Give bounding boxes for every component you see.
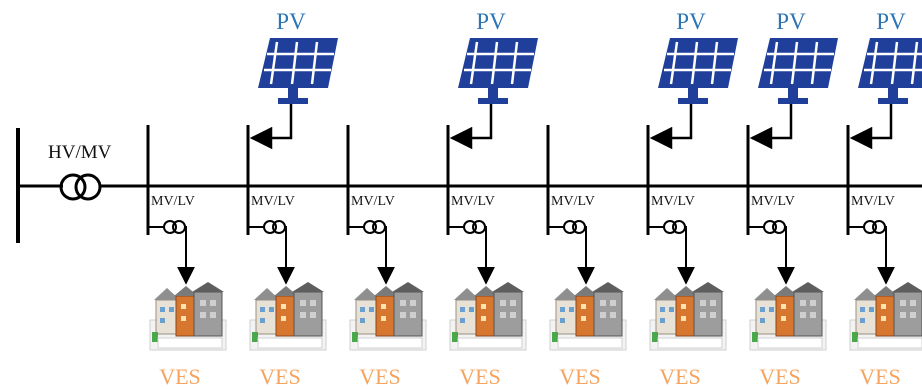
pv-connection-4 [749, 104, 793, 150]
mv-lv-transformer-5 [548, 220, 595, 285]
mv-lv-label: MV/LV [651, 194, 695, 209]
ves-label: VES [659, 364, 701, 389]
ves-label: VES [859, 364, 901, 389]
mv-lv-label: MV/LV [851, 194, 895, 209]
building-icon [149, 281, 227, 351]
mv-lv-label: MV/LV [251, 194, 295, 209]
mv-lv-label: MV/LV [751, 194, 795, 209]
mv-lv-label: MV/LV [151, 194, 195, 209]
pv-label: PV [776, 9, 806, 34]
pv-label: PV [676, 9, 706, 34]
mv-lv-label: MV/LV [451, 194, 495, 209]
solar-panel-icon [656, 36, 740, 106]
building-icon [449, 281, 527, 351]
solar-panel-icon [456, 36, 540, 106]
ves-label: VES [259, 364, 301, 389]
hv-mv-transformer-label: HV/MV [48, 142, 112, 163]
building-icon [249, 281, 327, 351]
building-icon [349, 281, 427, 351]
mv-lv-transformer-1 [148, 220, 195, 285]
mv-lv-label: MV/LV [351, 194, 395, 209]
pv-connection-5 [849, 104, 893, 150]
ves-label: VES [759, 364, 801, 389]
pv-label: PV [476, 9, 506, 34]
pv-connection-3 [649, 104, 693, 150]
mv-lv-transformer-6 [648, 220, 695, 285]
solar-panel-icon [856, 36, 922, 106]
mv-lv-transformer-2 [248, 220, 295, 285]
ves-label: VES [459, 364, 501, 389]
mv-lv-transformer-7 [748, 220, 795, 285]
mv-lv-transformer-8 [848, 220, 895, 285]
pv-connection-1 [249, 104, 293, 150]
building-icon [549, 281, 627, 351]
solar-panel-icon [756, 36, 840, 106]
transformer-icon [59, 173, 102, 201]
mv-lv-transformer-3 [348, 220, 395, 285]
mv-lv-label: MV/LV [551, 194, 595, 209]
pv-label: PV [876, 9, 906, 34]
solar-panel-icon [256, 36, 340, 106]
building-icon [749, 281, 827, 351]
building-icon [649, 281, 727, 351]
ves-label: VES [359, 364, 401, 389]
pv-label: PV [276, 9, 306, 34]
ves-label: VES [559, 364, 601, 389]
ves-label: VES [159, 364, 201, 389]
pv-connection-2 [449, 104, 493, 150]
building-icon [849, 281, 922, 351]
mv-lv-transformer-4 [448, 220, 495, 285]
